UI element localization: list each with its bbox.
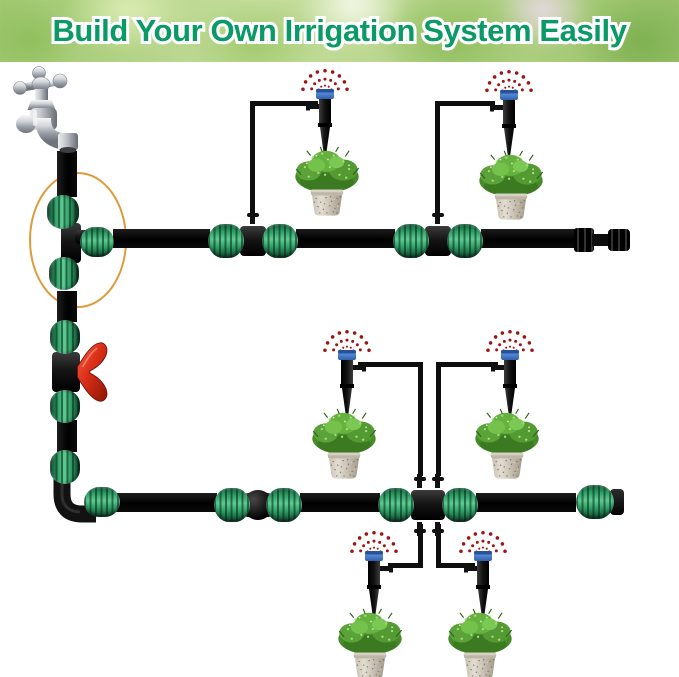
green-cap	[393, 224, 429, 258]
riser-barb	[431, 474, 444, 488]
bush	[472, 408, 542, 456]
micro-tube	[250, 101, 318, 106]
main-tube-row2-c	[476, 493, 576, 512]
title-banner: Build Your Own Irrigation System Easily	[0, 0, 679, 62]
green-cap	[262, 224, 298, 258]
green-cap	[208, 224, 244, 258]
pot	[489, 451, 525, 481]
main-tube-tee-to-valve	[57, 291, 77, 322]
micro-tube	[250, 101, 255, 213]
elbow-body	[53, 478, 96, 523]
tee-coupling-with-barb	[393, 210, 483, 259]
end-plug	[574, 228, 630, 252]
potted-plant	[335, 608, 405, 677]
main-tube-row1-c	[481, 229, 576, 248]
green-cap	[266, 488, 302, 522]
end-cap-ring	[610, 489, 624, 515]
straight-coupling	[214, 487, 302, 523]
green-cap	[49, 257, 79, 290]
faucet-icon	[13, 66, 78, 153]
micro-tube	[435, 101, 440, 213]
end-plug-ribs	[574, 228, 594, 252]
micro-tube	[418, 362, 423, 476]
main-tube-row1-b	[296, 229, 395, 248]
green-cap	[84, 487, 120, 517]
pot	[326, 451, 362, 481]
main-tube-valve-to-elbow	[57, 420, 77, 452]
potted-plant	[292, 146, 362, 222]
main-tube-faucet-drop	[57, 151, 77, 197]
valve-body	[52, 352, 80, 392]
micro-tube	[418, 524, 423, 568]
main-tube-row2-a	[113, 493, 217, 512]
pot	[462, 651, 498, 677]
tee-connector	[45, 193, 115, 293]
bush	[445, 608, 515, 656]
green-cap	[50, 450, 80, 484]
micro-tube	[440, 362, 498, 367]
elbow-connector	[48, 448, 124, 523]
potted-plant	[445, 608, 515, 677]
riser-barb	[413, 474, 426, 488]
potted-plant	[472, 408, 542, 484]
green-cap	[576, 485, 614, 519]
valve-red-handle	[77, 342, 108, 402]
riser-barb	[417, 522, 422, 536]
main-tube-row1-a	[113, 229, 210, 248]
coupling-body	[425, 226, 451, 256]
end-cap	[576, 485, 626, 519]
micro-tube	[437, 101, 495, 106]
pot	[309, 189, 345, 217]
bush	[309, 408, 379, 456]
riser-barb	[246, 210, 259, 224]
pot	[352, 651, 388, 677]
bush	[292, 146, 362, 194]
four-way-coupling	[378, 474, 478, 536]
micro-tube	[358, 362, 422, 367]
main-tube-row2-b	[300, 493, 380, 512]
green-cap	[378, 488, 414, 522]
potted-plant	[309, 408, 379, 484]
green-cap	[50, 390, 80, 423]
page-title: Build Your Own Irrigation System Easily	[49, 10, 630, 51]
green-cap	[50, 320, 80, 354]
ball-valve	[48, 318, 114, 423]
green-cap	[442, 488, 478, 522]
potted-plant	[476, 150, 546, 226]
riser-barb	[431, 210, 444, 224]
tee-coupling-with-barb	[208, 210, 298, 259]
blurred-garden-background	[0, 0, 679, 62]
pot	[493, 193, 529, 221]
bush	[335, 608, 405, 656]
coupling-body	[411, 490, 445, 520]
micro-tube	[441, 563, 475, 568]
green-cap	[80, 227, 114, 257]
micro-tube	[436, 362, 441, 476]
micro-tube	[388, 563, 423, 568]
end-plug-ribs	[608, 229, 630, 251]
end-plug-neck	[592, 234, 608, 246]
micro-tube	[436, 524, 441, 568]
coupling-body	[240, 226, 266, 256]
green-cap	[47, 195, 79, 229]
bush	[476, 150, 546, 198]
green-cap	[447, 224, 483, 258]
riser-barb	[435, 522, 440, 536]
green-cap	[214, 488, 250, 522]
